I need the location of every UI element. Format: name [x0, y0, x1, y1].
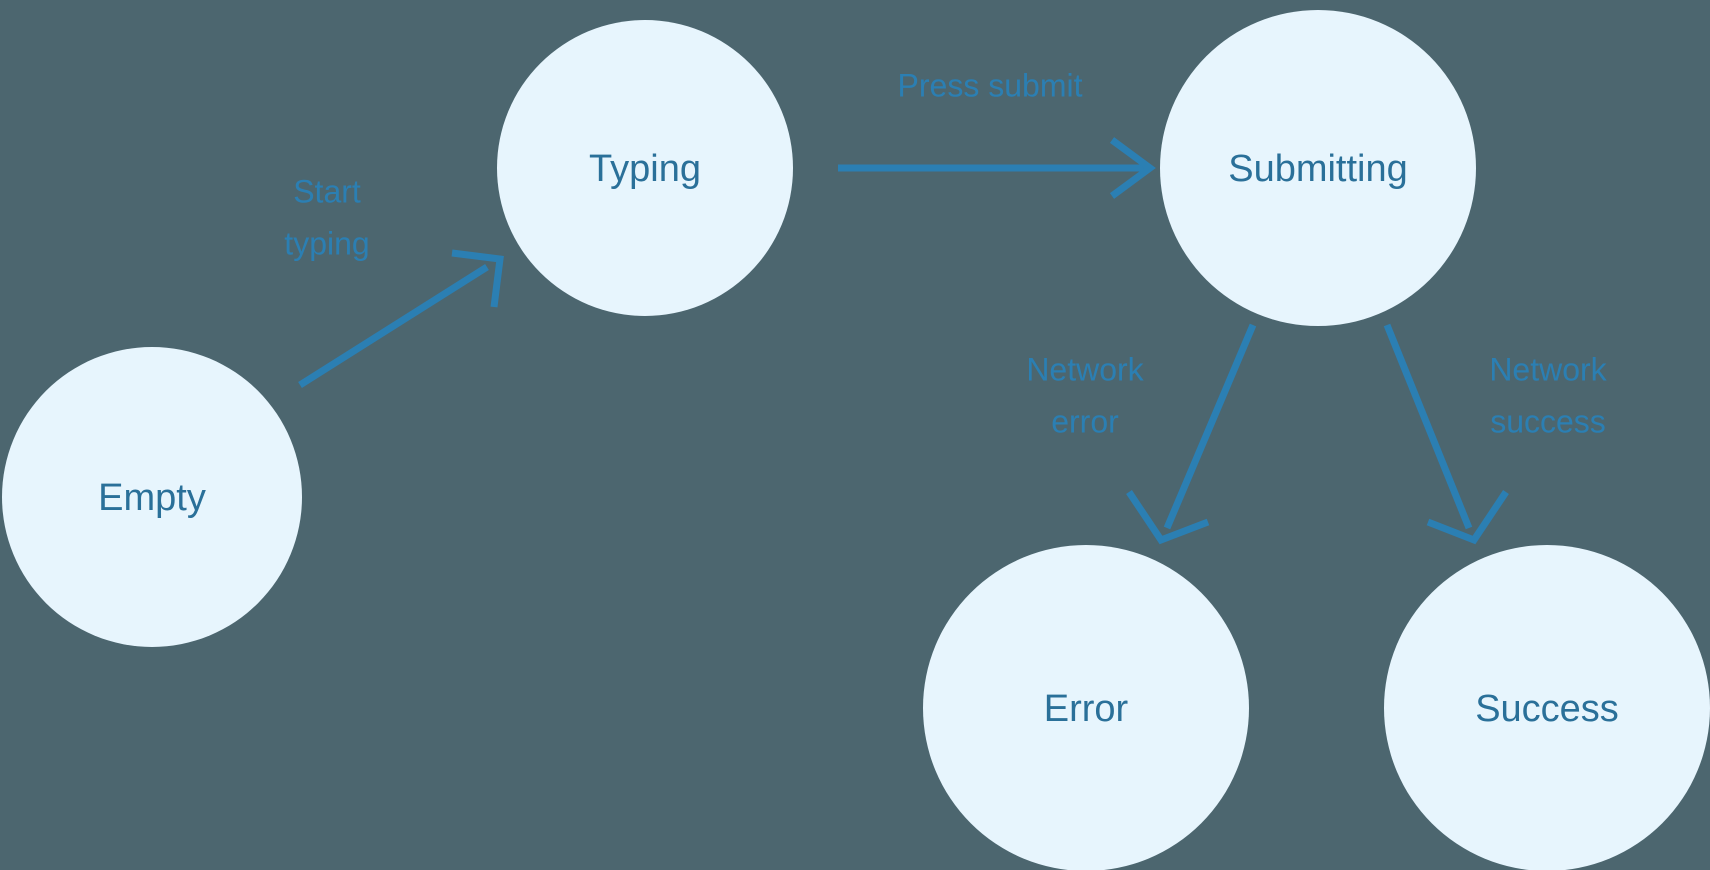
edge-submitting-to-success: [1383, 323, 1509, 545]
node-typing-circle[interactable]: [497, 20, 793, 316]
edge-empty-to-typing-line: [298, 264, 489, 388]
edge-submitting-to-success-line: [1383, 323, 1473, 530]
edge-submitting-to-error: [1126, 323, 1257, 545]
edge-empty-to-typing-arrowhead: [451, 249, 504, 308]
node-success-label: Success: [1475, 688, 1619, 730]
edge-submitting-to-error-arrowhead: [1126, 490, 1210, 545]
edge-label-network-success-line1: Network: [1489, 351, 1607, 387]
node-submitting-circle[interactable]: [1160, 10, 1476, 326]
edge-label-start-typing-line1: Start: [293, 173, 361, 209]
node-success-circle[interactable]: [1384, 545, 1710, 870]
edge-empty-to-typing: [298, 249, 504, 388]
edge-label-empty-to-typing: Start typing: [284, 173, 369, 261]
edge-label-network-error-line1: Network: [1026, 351, 1144, 387]
edge-label-network-error-line2: error: [1051, 403, 1119, 439]
node-success[interactable]: Success: [1384, 545, 1710, 870]
edge-typing-to-submitting-arrowhead: [1109, 137, 1156, 199]
node-error-circle[interactable]: [923, 545, 1249, 870]
node-submitting-label: Submitting: [1228, 148, 1408, 190]
node-submitting[interactable]: Submitting: [1160, 10, 1476, 326]
edge-label-submitting-to-error: Network error: [1026, 351, 1144, 439]
edge-label-start-typing-line2: typing: [284, 225, 369, 261]
node-error[interactable]: Error: [923, 545, 1249, 870]
node-empty-circle[interactable]: [2, 347, 302, 647]
edge-label-network-success-line2: success: [1490, 403, 1606, 439]
node-empty-label: Empty: [98, 477, 206, 519]
edge-submitting-to-success-arrowhead: [1426, 490, 1509, 545]
edge-label-submitting-to-success: Network success: [1489, 351, 1607, 439]
node-typing-label: Typing: [589, 148, 701, 190]
node-error-label: Error: [1044, 688, 1129, 730]
edge-label-press-submit-line1: Press submit: [898, 67, 1083, 103]
edge-label-typing-to-submitting: Press submit: [898, 67, 1083, 103]
edge-typing-to-submitting: [838, 137, 1156, 199]
edge-submitting-to-error-line: [1163, 323, 1257, 530]
node-typing[interactable]: Typing: [497, 20, 793, 316]
node-empty[interactable]: Empty: [2, 347, 302, 647]
